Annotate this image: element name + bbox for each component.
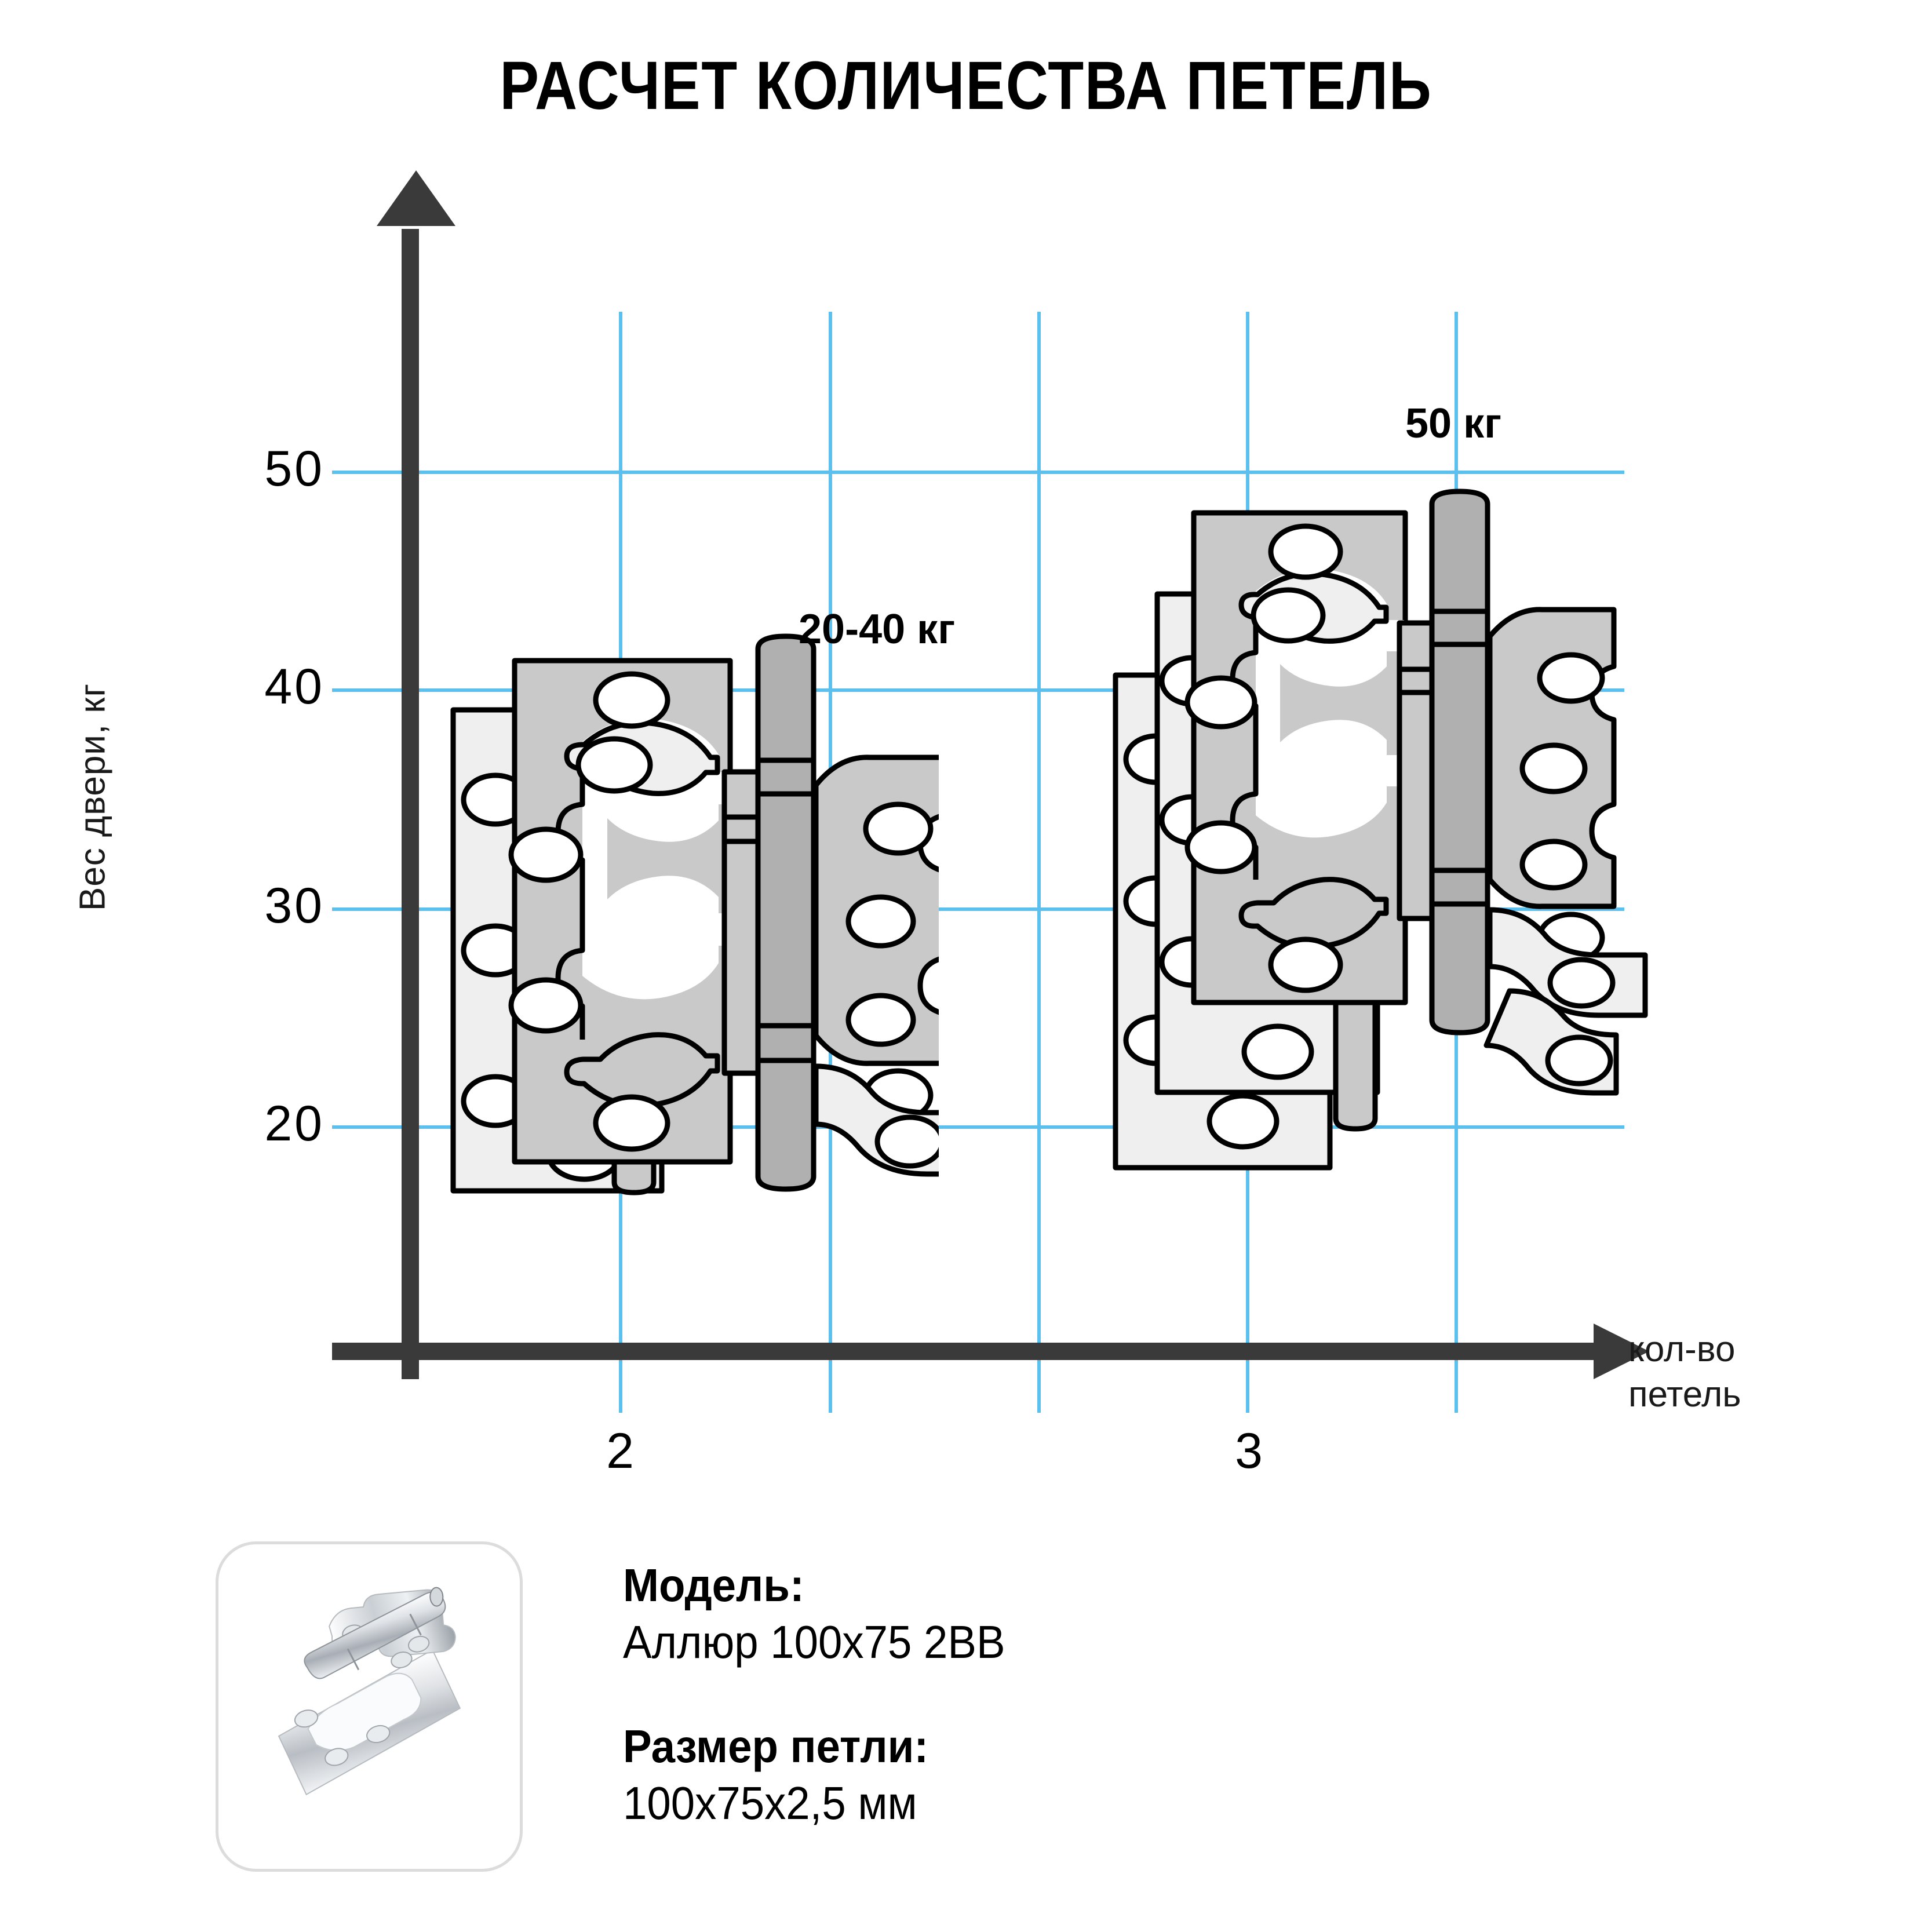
gridline-y-20 [332, 1125, 1624, 1129]
x-axis-title-line2: петель [1628, 1375, 1741, 1415]
info-spacer [623, 1669, 1550, 1720]
hinge-group-2 [450, 633, 939, 1195]
size-value: 100х75х2,5 мм [623, 1777, 917, 1829]
product-info: Модель: Аллюр 100х75 2BB Размер петли: 1… [623, 1559, 1550, 1830]
page-title: РАСЧЕТ КОЛИЧЕСТВА ПЕТЕЛЬ [500, 48, 1432, 124]
model-value: Аллюр 100х75 2BB [623, 1616, 1005, 1668]
gridline-x-3 [1037, 312, 1041, 1413]
product-thumbnail-image [218, 1544, 520, 1869]
y-tick-40: 40 [264, 659, 325, 715]
product-thumbnail-card [216, 1541, 523, 1872]
hinge-group-3 [1113, 489, 1648, 1171]
y-axis-title: Вес двери, кг [72, 683, 113, 912]
x-axis-title-line1: кол-во [1628, 1329, 1736, 1369]
size-heading: Размер петли: [623, 1720, 929, 1772]
x-axis-arrow-icon [1594, 1324, 1649, 1379]
chart-area: 20-40 кг 50 кг 50 40 30 20 2 3 Вес двери… [72, 170, 1930, 1479]
y-axis-arrow-icon [377, 170, 455, 226]
model-heading: Модель: [623, 1559, 804, 1611]
x-tick-3: 3 [1235, 1423, 1263, 1479]
callout-50: 50 кг [1405, 400, 1502, 447]
y-tick-20: 20 [264, 1096, 325, 1151]
x-axis-title: кол-во петель [1628, 1327, 1930, 1417]
x-tick-2: 2 [606, 1423, 634, 1479]
gridline-y-30 [332, 907, 1624, 911]
gridline-y-40 [332, 688, 1624, 692]
y-tick-30: 30 [264, 878, 325, 934]
gridline-y-50 [332, 471, 1624, 474]
callout-20-40: 20-40 кг [799, 606, 956, 652]
y-axis [402, 229, 419, 1379]
x-axis [332, 1343, 1595, 1360]
y-tick-50: 50 [264, 441, 325, 497]
